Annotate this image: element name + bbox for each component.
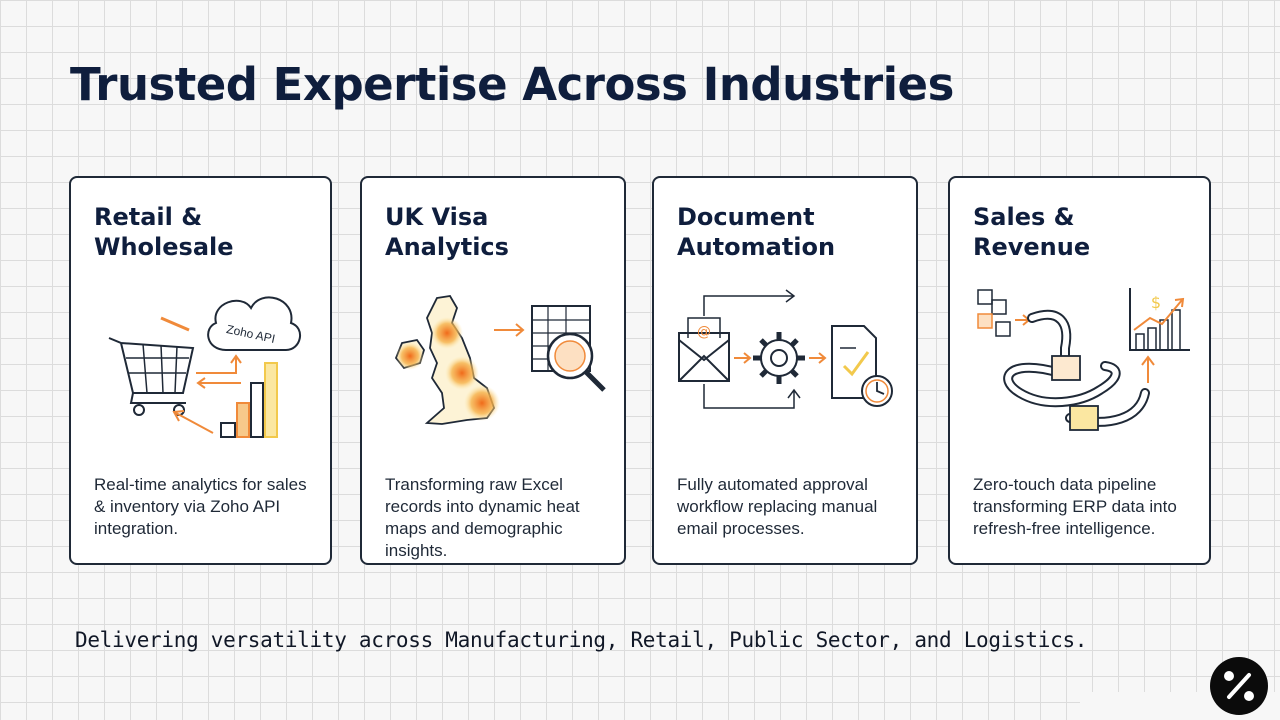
card-title: Sales & Revenue: [973, 203, 1091, 261]
workflow-gear-icon: @: [678, 289, 893, 409]
card-description: Transforming raw Excel records into dyna…: [385, 475, 580, 560]
card-description: Zero-touch data pipeline transforming ER…: [973, 475, 1177, 538]
card-sales-revenue[interactable]: Sales & Revenue $ Zero-touch data pipeli…: [948, 176, 1211, 565]
zoho-api-label: Zoho API: [225, 322, 276, 346]
card-document-automation[interactable]: Document Automation @ Fully automated ap…: [652, 176, 918, 565]
card-title: UK Visa Analytics: [385, 203, 509, 261]
card-retail-wholesale[interactable]: Retail & Wholesale Zoho API Real-time an…: [69, 176, 332, 565]
data-pipeline-icon: $: [977, 288, 1190, 431]
industries-tagline: Delivering versatility across Manufactur…: [75, 628, 1088, 652]
brand-logo-icon[interactable]: [1210, 657, 1268, 715]
svg-text:$: $: [1151, 293, 1161, 312]
uk-heatmap-icon: [394, 295, 606, 425]
card-uk-visa-analytics[interactable]: UK Visa Analytics Transforming raw Excel…: [360, 176, 626, 565]
card-description: Real-time analytics for sales & inventor…: [94, 475, 307, 538]
page-title: Trusted Expertise Across Industries: [70, 58, 954, 111]
percent-logo-icon: [1224, 671, 1254, 701]
card-title: Retail & Wholesale: [94, 203, 234, 261]
shopping-cart-cloud-icon: Zoho API: [108, 296, 301, 438]
card-title: Document Automation: [677, 203, 836, 261]
card-description: Fully automated approval workflow replac…: [677, 475, 878, 538]
svg-text:@: @: [697, 324, 711, 340]
